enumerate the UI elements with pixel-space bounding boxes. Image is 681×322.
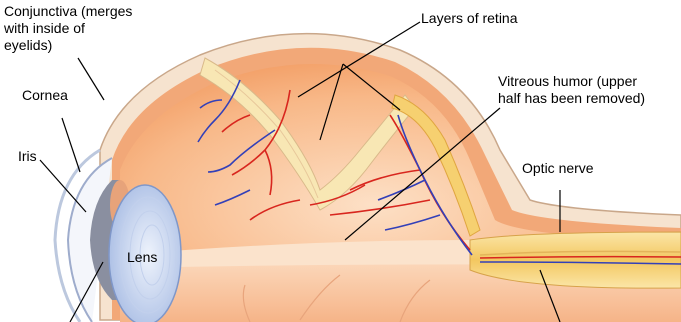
optic-nerve-label: Optic nerve [522, 160, 594, 177]
layers-of-retina-label: Layers of retina [421, 10, 518, 27]
conjunctiva-label: Conjunctiva (merges with inside of eyeli… [4, 3, 132, 54]
conjunctiva-label-line-1: Conjunctiva (merges [4, 3, 132, 20]
vitreous-humor-label-line-2: half has been removed) [498, 90, 645, 107]
vitreous-humor-label-line-1: Vitreous humor (upper [498, 73, 645, 90]
cornea-label: Cornea [22, 87, 68, 104]
lens-label: Lens [127, 249, 157, 266]
conjunctiva-label-line-2: with inside of [4, 20, 132, 37]
conjunctiva-label-line-3: eyelids) [4, 37, 132, 54]
vitreous-humor-label: Vitreous humor (upper half has been remo… [498, 73, 645, 107]
iris-label: Iris [18, 148, 37, 165]
